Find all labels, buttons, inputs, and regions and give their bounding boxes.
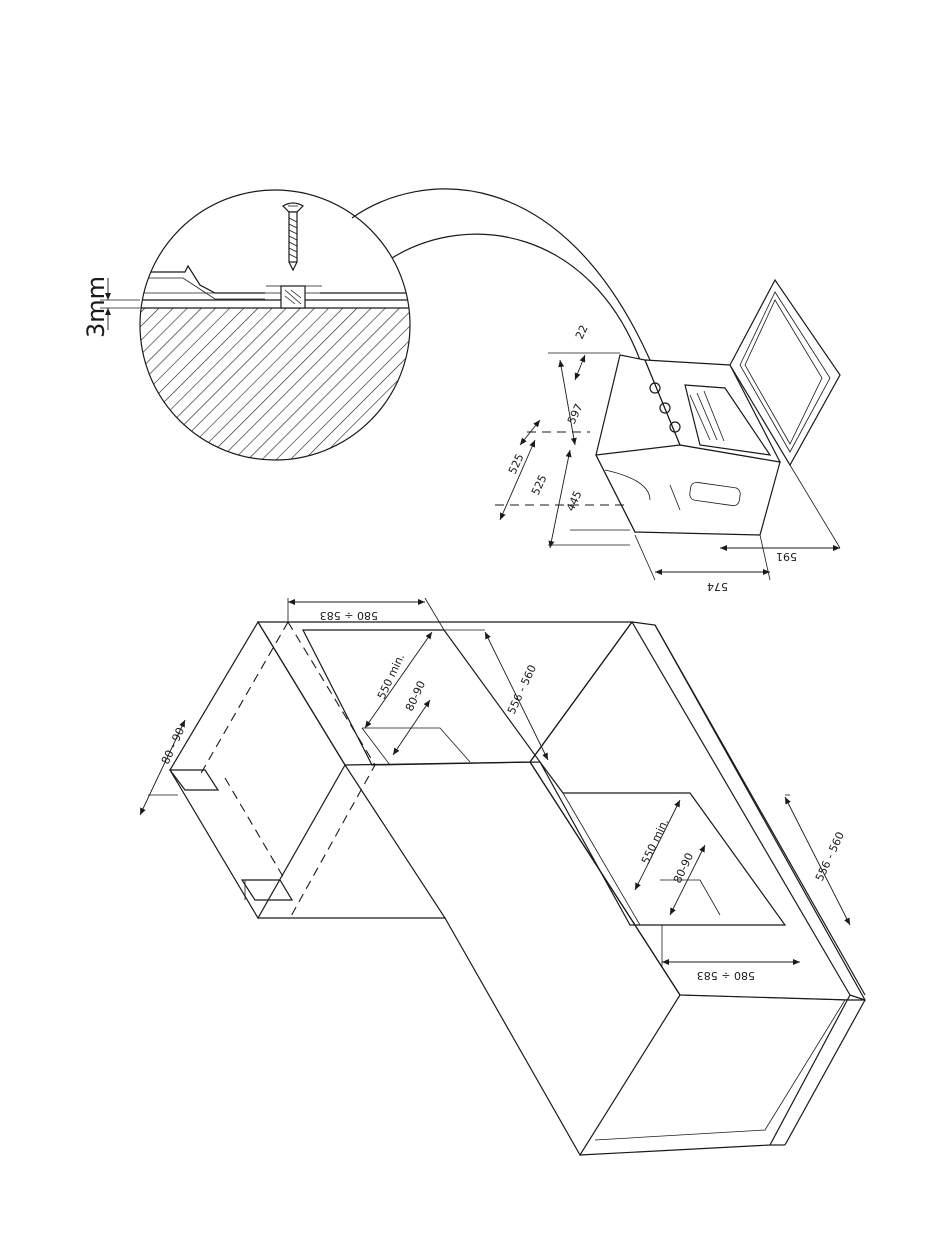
upper-depth-label: 556 - 560 xyxy=(505,663,539,717)
lower-cutout xyxy=(540,762,785,925)
lower-width-label: 580 ÷ 583 xyxy=(697,969,755,982)
upper-min-depth-label: 550 min. xyxy=(375,652,407,702)
lower-min-depth-label: 550 min. xyxy=(639,817,671,867)
oven-dim-525-outer: 525 xyxy=(506,452,527,477)
cabinet-drawing: 580 ÷ 583 556 - 560 550 min. 80-90 80 - … xyxy=(140,598,865,1155)
oven-dim-445: 445 xyxy=(564,489,585,514)
lower-depth-label: 556 - 560 xyxy=(813,830,847,884)
detail-view: 3mm xyxy=(82,190,420,488)
upper-cabinet-top xyxy=(258,622,632,765)
oven-dim-591: 591 xyxy=(776,550,797,563)
oven-dim-22: 22 xyxy=(573,323,591,341)
worktop-hatch xyxy=(120,308,420,488)
oven-drawing: 22 597 525 525 445 574 591 xyxy=(495,280,840,593)
lower-cabinet-front xyxy=(445,762,680,1155)
screw-icon xyxy=(283,203,303,270)
detail-leader-inner xyxy=(392,234,640,360)
oven-dim-574: 574 xyxy=(707,580,728,593)
oven-side-panel xyxy=(596,445,780,535)
upper-width-label: 580 ÷ 583 xyxy=(320,609,378,622)
oven-dim-525-inner: 525 xyxy=(529,473,550,498)
lower-cabinet-side xyxy=(530,622,865,1000)
upper-back-gap-label: 80 - 90 xyxy=(159,725,187,766)
gap-label: 3mm xyxy=(82,276,110,338)
upper-cabinet-front xyxy=(258,765,445,918)
